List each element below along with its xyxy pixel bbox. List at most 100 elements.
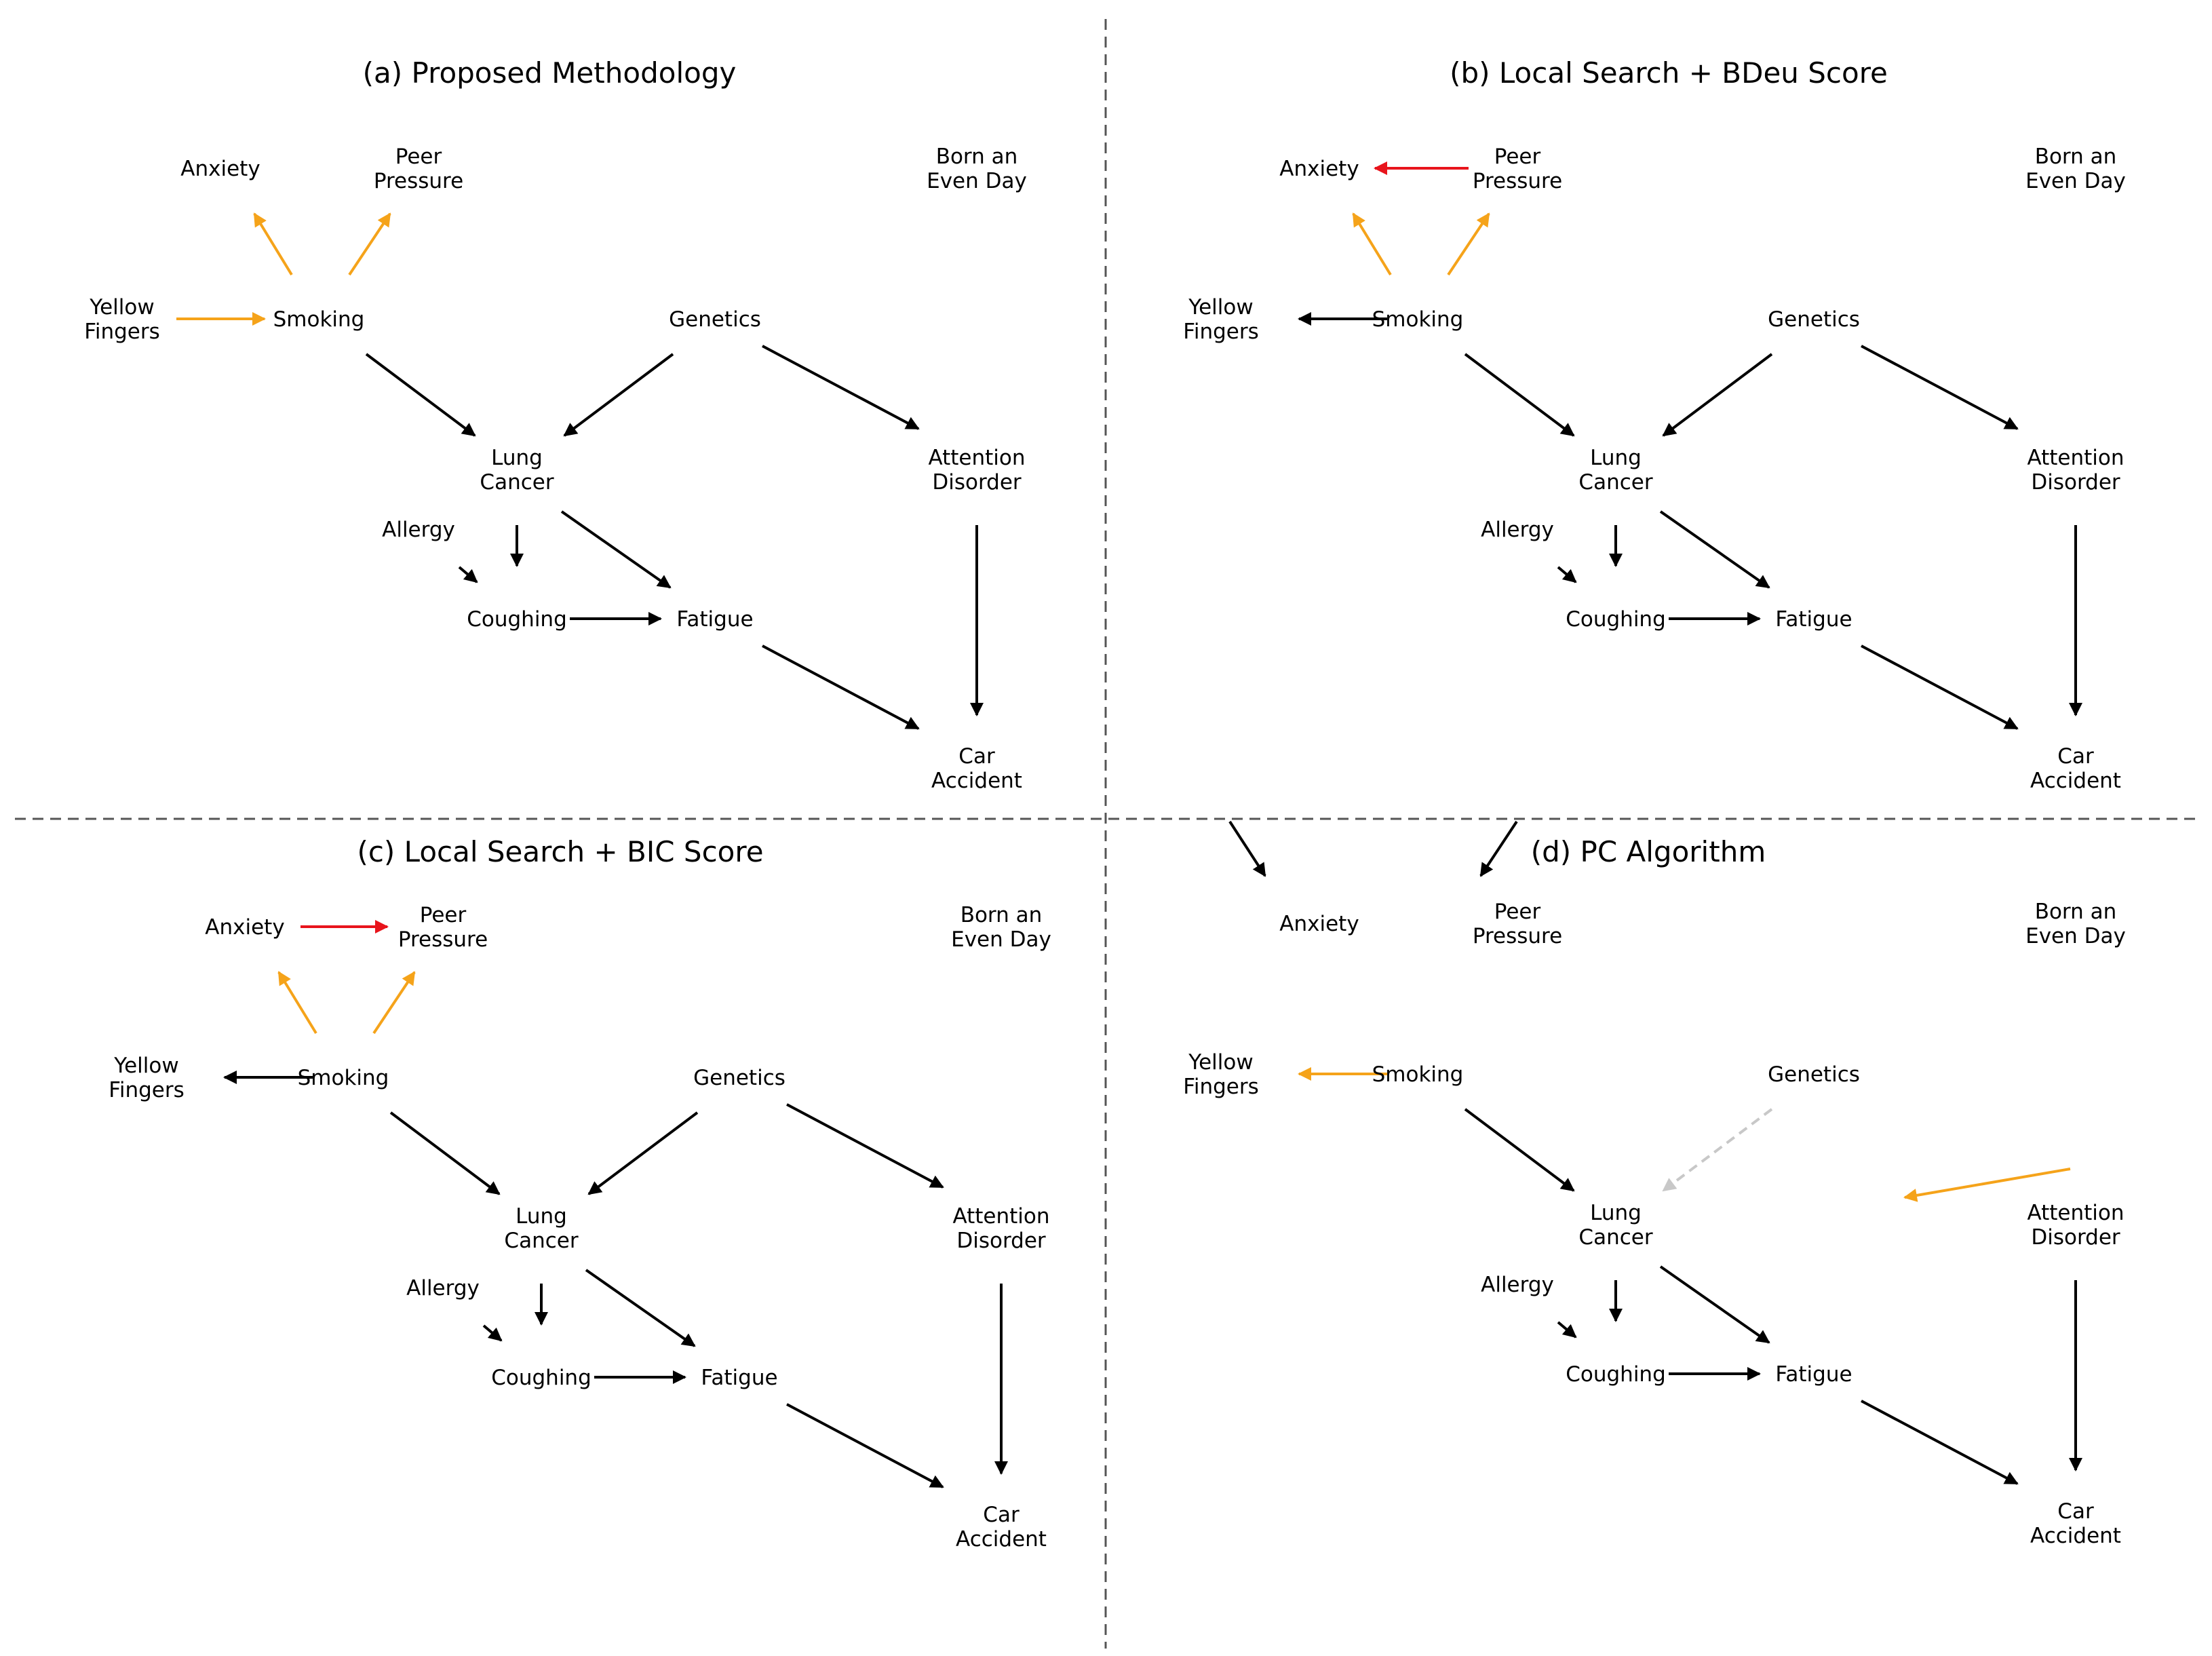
node-allergy: Allergy [1481, 518, 1554, 542]
node-smoking: Smoking [1372, 307, 1464, 332]
edge-anxiety-to-smoking [1228, 820, 1266, 877]
edge-genetics-to-lung [587, 1111, 699, 1195]
node-smoking: Smoking [273, 307, 365, 332]
node-label-line: Pressure [1473, 169, 1562, 193]
edge-allergy-to-coughing [482, 1324, 503, 1342]
node-label-line: Allergy [406, 1276, 480, 1301]
node-allergy: Allergy [1481, 1273, 1554, 1297]
edge-smoking-to-lung [1464, 353, 1575, 437]
node-label-line: Peer [395, 145, 442, 169]
node-label-line: Smoking [1372, 1062, 1464, 1087]
node-label-line: Born an [936, 145, 1018, 169]
node-label-line: Allergy [1481, 1273, 1554, 1297]
edge-attention-to-genetics [1903, 1168, 2071, 1202]
node-label-line: Disorder [932, 470, 1022, 495]
node-label-line: Fatigue [1775, 607, 1852, 632]
node-label-line: Even Day [951, 927, 1051, 952]
node-label-line: Car [958, 744, 995, 769]
node-label-line: Born an [2035, 900, 2117, 924]
node-anxiety: Anxiety [205, 915, 284, 940]
node-label-line: Coughing [491, 1366, 591, 1390]
node-label-line: Attention [2027, 446, 2124, 470]
node-fatigue: Fatigue [676, 607, 753, 632]
edge-fatigue-to-car [1861, 644, 2019, 730]
node-label-line: Cancer [1578, 1225, 1652, 1250]
node-genetics: Genetics [669, 307, 761, 332]
node-label-line: Disorder [2031, 1225, 2120, 1250]
node-label-line: Fingers [1183, 1075, 1258, 1099]
node-label-line: Attention [928, 446, 1025, 470]
node-coughing: Coughing [491, 1366, 591, 1390]
node-smoking: Smoking [1372, 1062, 1464, 1087]
node-label-line: Fatigue [1775, 1362, 1852, 1387]
edge-smoking-to-lung [389, 1111, 501, 1195]
node-label-line: Pressure [1473, 924, 1562, 948]
node-label-line: Lung [516, 1204, 567, 1229]
node-label-line: Fatigue [701, 1366, 777, 1390]
node-anxiety: Anxiety [180, 157, 260, 181]
edge-lung-to-fatigue [1659, 510, 1770, 589]
node-label-line: Yellow [1188, 1050, 1253, 1075]
node-genetics: Genetics [1768, 307, 1860, 332]
panel-title: (a) Proposed Methodology [363, 56, 737, 90]
node-label-line: Even Day [2025, 924, 2126, 948]
edge-lung-to-fatigue [1659, 1265, 1770, 1344]
edge-genetics-to-lung [1662, 1108, 1773, 1192]
node-allergy: Allergy [382, 518, 455, 542]
node-label-line: Genetics [1768, 1062, 1860, 1087]
node-label-line: Anxiety [180, 157, 260, 181]
node-coughing: Coughing [1566, 607, 1666, 632]
node-allergy: Allergy [406, 1276, 480, 1301]
node-coughing: Coughing [467, 607, 567, 632]
node-fatigue: Fatigue [1775, 607, 1852, 632]
edges [176, 212, 984, 730]
node-label-line: Peer [420, 903, 467, 927]
node-fatigue: Fatigue [1775, 1362, 1852, 1387]
node-label-line: Even Day [2025, 169, 2126, 193]
node-label-line: Smoking [1372, 307, 1464, 332]
node-label-line: Coughing [1566, 607, 1666, 632]
node-label-line: Yellow [89, 295, 154, 320]
edge-genetics-to-attention [786, 1103, 944, 1189]
node-label-line: Lung [1590, 1201, 1642, 1225]
edge-allergy-to-coughing [1557, 566, 1577, 583]
node-label-line: Coughing [467, 607, 567, 632]
node-smoking: Smoking [298, 1066, 389, 1090]
edges [223, 920, 1008, 1488]
node-label-line: Allergy [1481, 518, 1554, 542]
edge-peer-to-smoking [1479, 820, 1518, 877]
panel-title: (c) Local Search + BIC Score [357, 835, 763, 868]
edge-genetics-to-attention [762, 345, 920, 430]
edge-genetics-to-lung [563, 353, 674, 437]
edge-lung-to-fatigue [585, 1269, 696, 1347]
edge-smoking-to-lung [365, 353, 476, 437]
node-label-line: Accident [2030, 1524, 2121, 1548]
node-label-line: Car [2057, 1499, 2094, 1524]
edge-smoking-to-peer [348, 212, 391, 276]
node-label-line: Fatigue [676, 607, 753, 632]
edge-fatigue-to-car [1861, 1400, 2019, 1485]
node-fatigue: Fatigue [701, 1366, 777, 1390]
node-label-line: Pressure [374, 169, 463, 193]
node-label-line: Genetics [669, 307, 761, 332]
